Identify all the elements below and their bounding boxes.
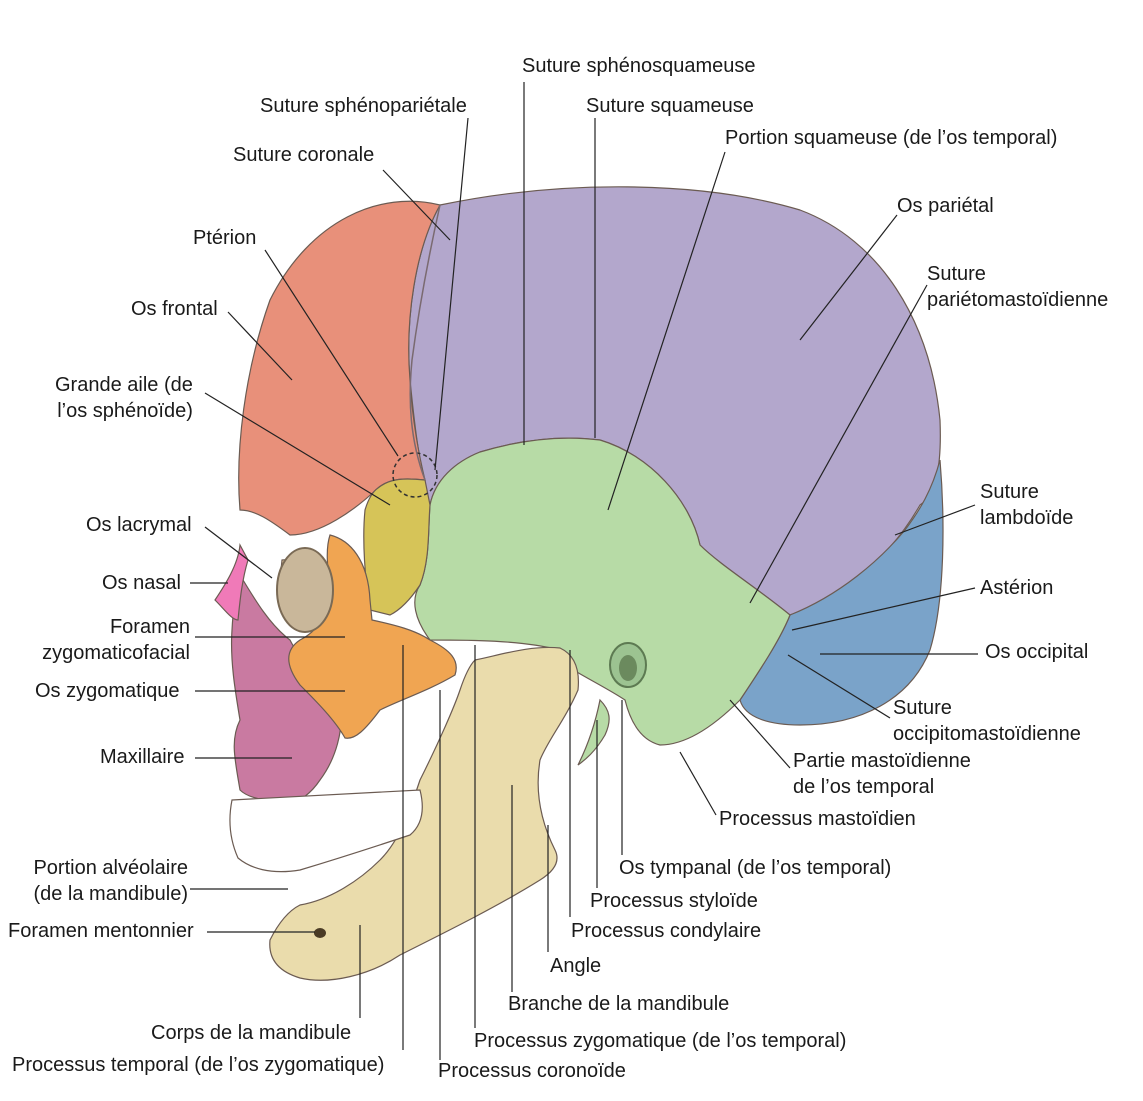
label-branche-mandibule: Branche de la mandibule	[508, 993, 730, 1015]
label-maxillaire: Maxillaire	[100, 746, 185, 768]
teeth-row	[229, 789, 423, 873]
label-partie-mastoidienne-line2: de l’os temporal	[793, 776, 935, 798]
label-pterion: Ptérion	[193, 227, 257, 249]
label-corps-mandibule: Corps de la mandibule	[151, 1022, 352, 1044]
label-suture-parieto-line1: Suture	[927, 263, 986, 285]
styloid-process-shape	[577, 698, 610, 766]
coronal-suture-line	[409, 204, 441, 481]
label-suture-squameuse: Suture squameuse	[586, 95, 754, 117]
label-suture-spheno-squameuse: Suture sphénosquameuse	[522, 55, 756, 77]
label-foramen-zygo-line2: zygomaticofacial	[42, 642, 190, 664]
leader-lines	[190, 82, 978, 1060]
nasal-bone	[214, 542, 249, 621]
label-grande-aile: Grande aile (de l’os sphénoïde)	[55, 372, 193, 424]
label-angle: Angle	[550, 955, 602, 977]
occipital-bone	[739, 459, 944, 726]
label-os-parietal: Os pariétal	[897, 195, 994, 217]
label-foramen-mentonnier: Foramen mentonnier	[8, 920, 194, 942]
label-partie-mastoidienne: Partie mastoïdienne de l’os temporal	[793, 748, 971, 800]
label-processus-mastoidien: Processus mastoïdien	[719, 808, 916, 830]
label-processus-temporal: Processus temporal (de l’os zygomatique)	[12, 1054, 385, 1076]
label-suture-occipito-line1: Suture	[893, 697, 952, 719]
label-portion-alveolaire: Portion alvéolaire (de la mandibule)	[24, 855, 188, 907]
label-processus-coronoide: Processus coronoïde	[438, 1060, 626, 1082]
label-suture-lambdoide: Suture lambdoïde	[980, 479, 1073, 531]
label-os-tympanal: Os tympanal (de l’os temporal)	[619, 857, 892, 879]
label-suture-spheno-parietale: Suture sphénopariétale	[260, 95, 467, 117]
label-os-occipital: Os occipital	[985, 641, 1089, 663]
label-partie-mastoidienne-line1: Partie mastoïdienne	[793, 750, 971, 772]
orbit	[276, 547, 334, 633]
label-suture-parietomastoidienne: Suture pariétomastoïdienne	[927, 261, 1108, 313]
label-os-lacrymal: Os lacrymal	[86, 514, 192, 536]
label-suture-occipitomastoidienne: Suture occipitomastoïdienne	[893, 695, 1081, 747]
label-portion-squameuse: Portion squameuse (de l’os temporal)	[725, 127, 1058, 149]
label-portion-alveolaire-line2: (de la mandibule)	[33, 883, 188, 905]
label-processus-styloide: Processus styloïde	[590, 890, 758, 912]
pterion-circle	[392, 452, 438, 498]
label-processus-zygomatique: Processus zygomatique (de l’os temporal)	[474, 1030, 847, 1052]
label-suture-coronale: Suture coronale	[233, 144, 375, 166]
label-suture-parieto-line2: pariétomastoïdienne	[927, 289, 1109, 311]
label-os-nasal: Os nasal	[102, 572, 181, 594]
label-suture-occipito-line2: occipitomastoïdienne	[893, 723, 1081, 745]
label-portion-alveolaire-line1: Portion alvéolaire	[33, 857, 188, 879]
label-grande-aile-line2: l’os sphénoïde)	[57, 400, 193, 422]
label-foramen-zygomaticofacial: Foramen zygomaticofacial	[33, 614, 190, 666]
label-suture-lambdoide-line2: lambdoïde	[980, 507, 1074, 529]
mental-foramen-hole	[314, 928, 326, 938]
label-os-frontal: Os frontal	[131, 298, 218, 320]
label-asterion: Astérion	[980, 577, 1054, 599]
label-foramen-zygo-line1: Foramen	[109, 616, 190, 638]
ear-canal-inner	[619, 655, 637, 681]
label-suture-lambdoide-line1: Suture	[980, 481, 1039, 503]
label-processus-condylaire: Processus condylaire	[571, 920, 762, 942]
label-os-zygomatique: Os zygomatique	[35, 680, 180, 702]
label-grande-aile-line1: Grande aile (de	[55, 374, 193, 396]
